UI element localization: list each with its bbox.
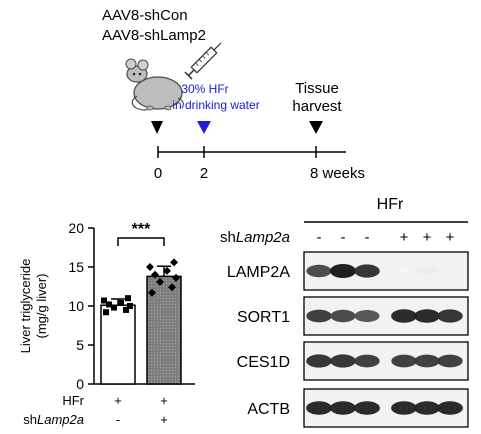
data-point-shCon (125, 295, 131, 302)
chart-y-ticks: 0 5 10 15 20 (68, 220, 94, 392)
blot-lane-sign: - (317, 229, 322, 246)
chart-ylabel-unit: (mg/g liver) (34, 273, 49, 338)
blot-protein-label: SORT1 (237, 309, 290, 326)
hfr-treatment-label: 30% HFr (181, 82, 228, 96)
hfr-treatment-sublabel: in drinking water (172, 98, 259, 112)
blot-band (391, 309, 417, 323)
significance-bracket (117, 237, 165, 246)
aav-label-shlamp2: AAV8-shLamp2 (102, 27, 206, 44)
blot-band (306, 354, 332, 368)
harvest-arrow-icon (309, 121, 323, 134)
condition-label-hfr: HFr (62, 393, 84, 408)
y-tick-label: 10 (68, 298, 84, 314)
blot-band (437, 309, 463, 323)
blot-lane-prefix: sh (220, 229, 236, 246)
timeline-label-8: 8 weeks (310, 165, 365, 182)
blot-protein-label: ACTB (247, 401, 290, 418)
data-point-shCon (127, 303, 133, 309)
blot-band (392, 267, 416, 275)
blot-band (414, 354, 440, 368)
blot-lane-signs: - - - + + + (317, 229, 455, 246)
blot-band (354, 401, 380, 415)
chart-ylabel: Liver triglyceride (18, 259, 33, 354)
blot-band (437, 354, 463, 368)
blot-band (438, 267, 462, 275)
blot-protein-label: CES1D (237, 354, 290, 371)
blot-band (391, 354, 417, 368)
data-point-shLamp2a (156, 277, 164, 286)
bar-chart-panel: Liver triglyceride (mg/g liver) 0 5 10 15 20… (18, 220, 195, 427)
chart-bars (100, 265, 182, 385)
blot-lane-sign: + (446, 229, 455, 246)
data-point-shCon (103, 309, 109, 316)
blot-band (354, 310, 380, 322)
timeline-panel: AAV8-shCon AAV8-shLamp2 30% HFr (102, 7, 365, 182)
timeline-label-0: 0 (154, 165, 162, 182)
mouse-icon (125, 58, 184, 111)
data-point-shCon (106, 301, 112, 308)
tissue-harvest-sublabel: harvest (292, 98, 342, 115)
blot-lane-sign: + (400, 229, 409, 246)
data-point-shLamp2a (148, 288, 156, 297)
condition-label-shlamp2a: shLamp2a (23, 412, 84, 427)
blot-band (354, 354, 380, 368)
chart-points (101, 258, 180, 316)
condition-shlamp2a-bar2: + (160, 412, 168, 427)
blot-lane-label: shLamp2a (220, 229, 290, 246)
blot-band (415, 267, 439, 275)
blot-band (354, 264, 380, 278)
data-point-shCon (111, 304, 117, 311)
condition-label-gene: Lamp2a (37, 412, 84, 427)
condition-shlamp2a-bar1: - (116, 412, 120, 427)
hfr-start-arrow-icon (197, 121, 211, 134)
blot-band (414, 309, 440, 323)
syringe-icon (184, 42, 222, 80)
data-point-shLamp2a (151, 270, 159, 279)
blot-lane-gene: Lamp2a (236, 229, 290, 246)
data-point-shCon (101, 297, 107, 304)
blot-band (437, 401, 463, 415)
y-tick-label: 15 (68, 259, 84, 275)
blot-band (391, 401, 417, 415)
blot-protein-label: LAMP2A (227, 264, 290, 281)
blot-lane-sign: + (423, 229, 432, 246)
blot-band (306, 309, 332, 323)
blot-band (306, 401, 332, 415)
y-tick-label: 5 (76, 337, 84, 353)
data-point-shLamp2a (163, 266, 171, 275)
blot-lane-sign: - (365, 229, 370, 246)
condition-hfr-bar1: + (114, 393, 122, 408)
injection-arrow-icon (151, 121, 163, 134)
data-point-shLamp2a (170, 258, 178, 267)
data-point-shLamp2a (146, 263, 154, 271)
tissue-harvest-label: Tissue (295, 80, 339, 97)
timeline-label-2: 2 (200, 165, 208, 182)
y-tick-label: 20 (68, 220, 84, 236)
bar-shCon (100, 304, 136, 385)
blot-band (414, 401, 440, 415)
blot-lane-sign: - (341, 229, 346, 246)
significance-label: *** (132, 221, 151, 238)
data-point-shCon (118, 299, 124, 306)
blot-band (330, 401, 356, 415)
aav-label-shcon: AAV8-shCon (102, 7, 188, 24)
blot-condition-label: HFr (377, 196, 404, 213)
condition-hfr-bar2: + (160, 393, 168, 408)
data-point-shLamp2a (168, 283, 176, 292)
data-point-shCon (123, 306, 129, 313)
data-point-shLamp2a (172, 273, 180, 282)
y-tick-label: 0 (76, 376, 84, 392)
blot-band (306, 264, 332, 278)
blot-band (330, 264, 356, 278)
condition-label-prefix: sh (23, 412, 37, 427)
blot-band (330, 354, 356, 368)
blot-band (330, 309, 356, 323)
